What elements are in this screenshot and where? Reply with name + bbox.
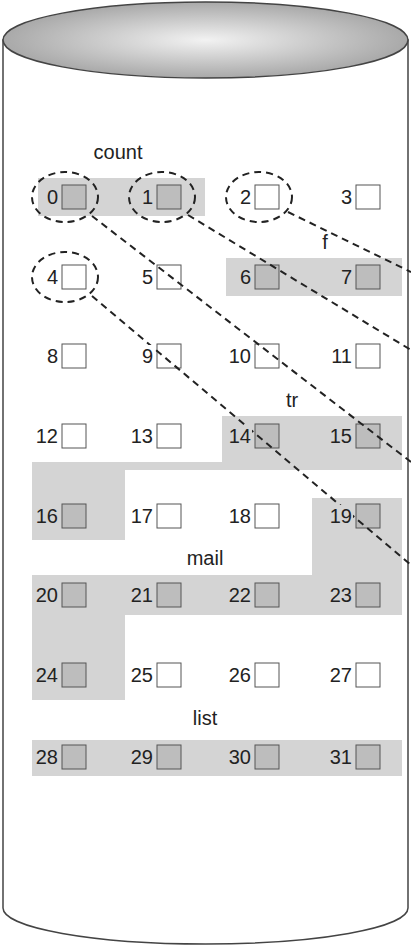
mail-band [32, 498, 402, 700]
block-number: 31 [329, 746, 353, 768]
file-name: list [192, 707, 218, 729]
block-square [157, 504, 181, 528]
block-number: 12 [35, 425, 59, 447]
block-number: 25 [130, 664, 154, 686]
block-number: 8 [46, 345, 59, 367]
block-square [157, 424, 181, 448]
leader-line [92, 216, 411, 462]
block-number: 7 [340, 266, 353, 288]
block-number: 15 [329, 425, 353, 447]
block-number: 14 [228, 425, 252, 447]
tr-band [32, 416, 402, 540]
dashed-circle [129, 172, 195, 222]
dashed-circle [226, 172, 292, 222]
cylinder-body [3, 40, 408, 944]
file-name: count [93, 141, 144, 163]
block-square [356, 745, 380, 769]
block-square [356, 344, 380, 368]
block-square [157, 185, 181, 209]
file-name: tr [285, 389, 299, 411]
dashed-circle [32, 252, 98, 302]
block-number: 17 [130, 505, 154, 527]
block-number: 6 [239, 266, 252, 288]
block-square [157, 583, 181, 607]
block-number: 13 [130, 425, 154, 447]
cylinder-top [3, 2, 408, 78]
block-square [356, 504, 380, 528]
block-number: 11 [330, 345, 353, 367]
block-square [157, 663, 181, 687]
block-square [157, 344, 181, 368]
file-bands [32, 178, 402, 776]
block-number: 30 [228, 746, 252, 768]
block-square [356, 185, 380, 209]
block-square [255, 344, 279, 368]
block-number: 10 [228, 345, 252, 367]
block-square [356, 663, 380, 687]
block-square [62, 583, 86, 607]
block-number: 5 [141, 266, 154, 288]
block-number: 9 [141, 345, 154, 367]
block-square [62, 663, 86, 687]
leader-line [92, 296, 411, 565]
leader-line [188, 215, 411, 350]
block-number: 2 [239, 186, 252, 208]
block-square [62, 185, 86, 209]
block-square [356, 424, 380, 448]
block-number: 27 [329, 664, 353, 686]
file-name: f [321, 231, 329, 253]
block-number: 1 [141, 186, 154, 208]
leader-line [288, 212, 411, 272]
block-square [62, 265, 86, 289]
dashed-circle [32, 172, 98, 222]
block-square [255, 583, 279, 607]
block-square [62, 745, 86, 769]
block-number: 3 [340, 186, 353, 208]
block-number: 22 [228, 584, 252, 606]
count-band [38, 178, 205, 216]
file-name: mail [186, 547, 225, 569]
block-square [356, 583, 380, 607]
block-number: 23 [329, 584, 353, 606]
block-square [356, 265, 380, 289]
block-square [255, 663, 279, 687]
block-number: 4 [46, 266, 59, 288]
block-number: 19 [329, 505, 353, 527]
block-square [62, 344, 86, 368]
list-band [32, 740, 402, 776]
block-number: 18 [228, 505, 252, 527]
block-square [157, 745, 181, 769]
block-number: 26 [228, 664, 252, 686]
block-square [255, 504, 279, 528]
block-number: 28 [35, 746, 59, 768]
block-square [255, 185, 279, 209]
block-number: 0 [46, 186, 59, 208]
block-square [255, 745, 279, 769]
block-square [62, 424, 86, 448]
block-square [62, 504, 86, 528]
block-number: 24 [35, 664, 59, 686]
block-number: 29 [130, 746, 154, 768]
block-number: 16 [35, 505, 59, 527]
block-number: 21 [130, 584, 154, 606]
block-number: 20 [35, 584, 59, 606]
